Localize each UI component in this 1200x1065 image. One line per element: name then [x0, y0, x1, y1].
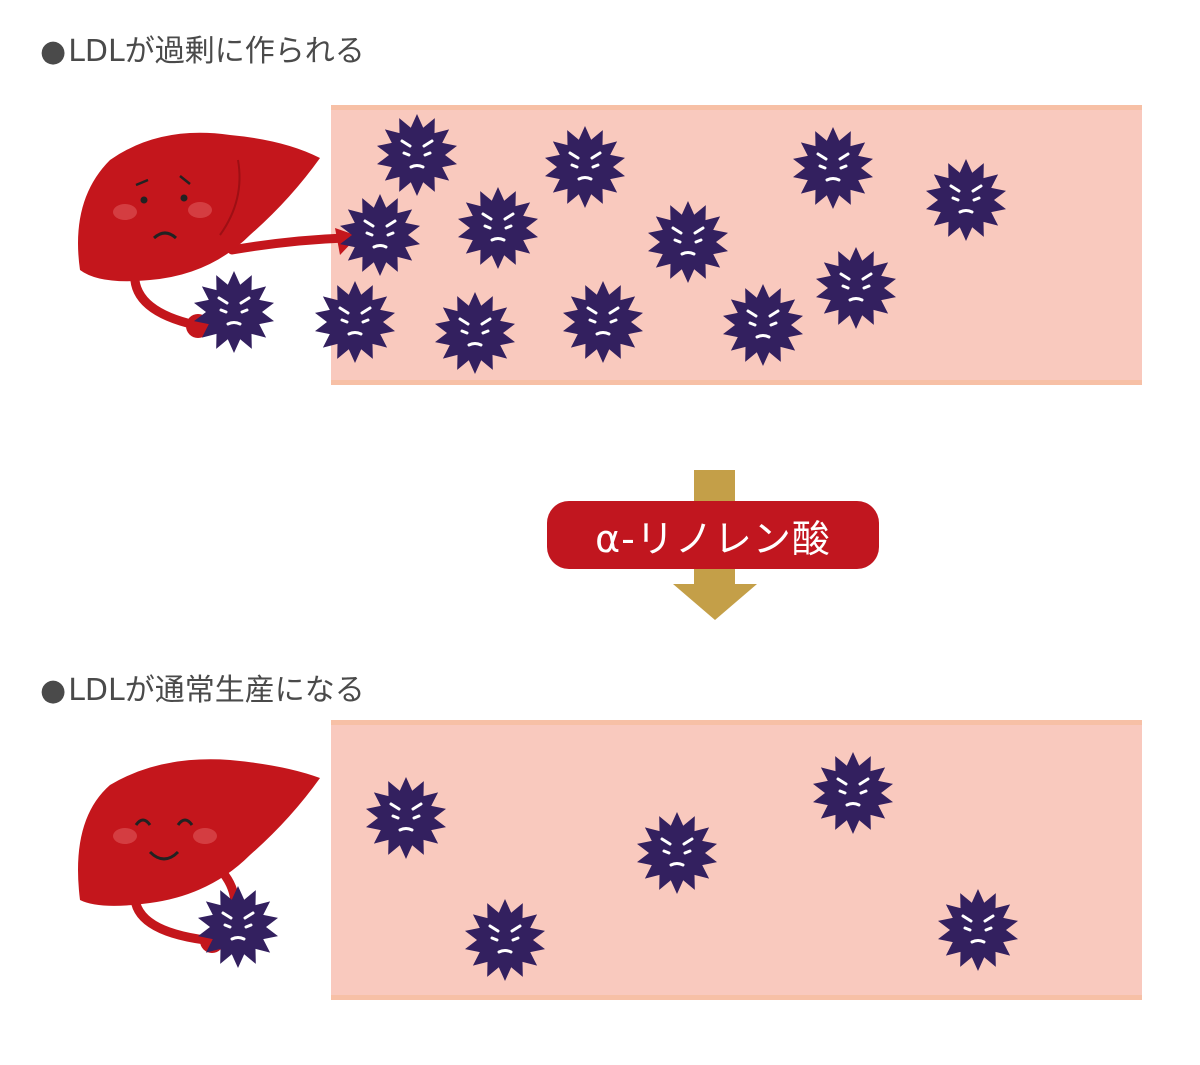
liver-happy	[78, 759, 320, 953]
ldl-germ-icon	[926, 159, 1006, 241]
ldl-germ-icon	[340, 194, 420, 276]
ldl-germ-icon	[813, 752, 893, 834]
badge-label: α-リノレン酸	[595, 516, 831, 561]
ldl-germ-icon	[545, 126, 625, 208]
ldl-germ-icon	[637, 812, 717, 894]
ldl-germ-icon	[648, 201, 728, 283]
ldl-germ-icon	[435, 292, 515, 374]
bullet-icon: ●	[40, 673, 67, 708]
ldl-germ-icon	[816, 247, 896, 329]
heading-text: LDLが過剰に作られる	[68, 34, 365, 69]
ldl-germ-icon	[563, 281, 643, 363]
ldl-germ-icon	[793, 127, 873, 209]
ldl-germ-icon	[198, 886, 278, 968]
heading-excess-ldl: ●LDLが過剰に作られる	[40, 26, 365, 70]
bullet-icon: ●	[40, 34, 67, 69]
ldl-germ-icon	[465, 899, 545, 981]
ldl-germ-icon	[315, 281, 395, 363]
ldl-germ-icon	[377, 114, 457, 196]
ldl-germ-icon	[723, 284, 803, 366]
ldl-germ-icon	[366, 777, 446, 859]
heading-text: LDLが通常生産になる	[68, 673, 365, 708]
ldl-germ-icon	[194, 271, 274, 353]
ldl-particles	[194, 114, 1018, 981]
ldl-germ-icon	[458, 187, 538, 269]
heading-normal-ldl: ●LDLが通常生産になる	[40, 665, 365, 709]
alpha-linolenic-acid-badge: α-リノレン酸	[547, 501, 879, 569]
ldl-germ-icon	[938, 889, 1018, 971]
